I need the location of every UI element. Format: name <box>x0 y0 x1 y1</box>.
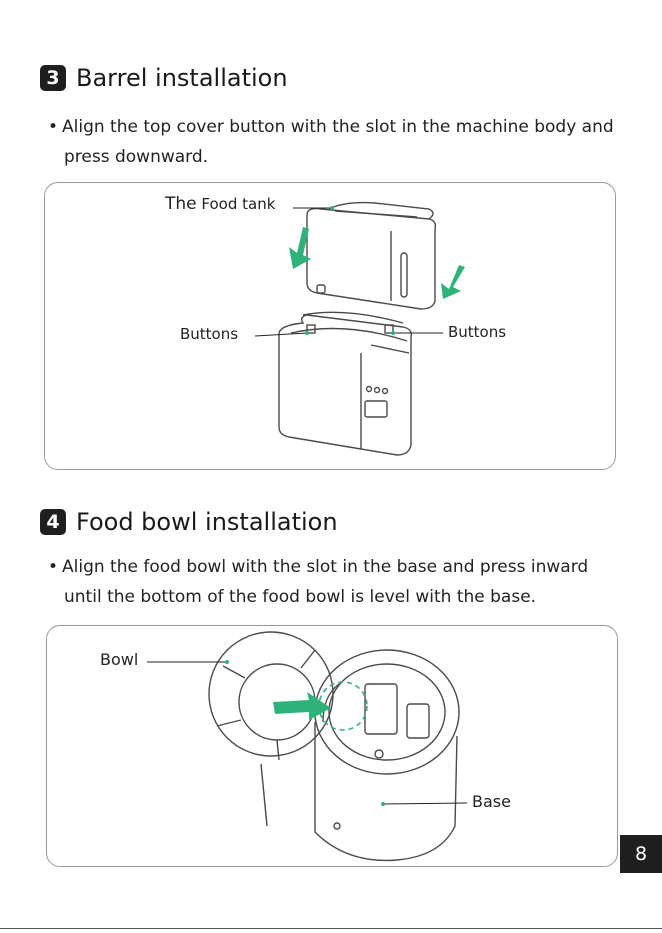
step-number-badge: 3 <box>40 65 66 91</box>
section-3-line-2: press downward. <box>48 142 648 172</box>
step-number-badge: 4 <box>40 509 66 535</box>
section-4-heading: 4 Food bowl installation <box>40 508 338 536</box>
bowl-label: Bowl <box>100 650 138 669</box>
section-3-instruction: •Align the top cover button with the slo… <box>48 112 648 172</box>
bullet-dot: • <box>48 552 62 582</box>
bullet-dot: • <box>48 112 62 142</box>
food-tank-label-text: Food tank <box>201 195 275 213</box>
section-3-heading: 3 Barrel installation <box>40 64 288 92</box>
buttons-left-label: Buttons <box>180 325 238 343</box>
section-3-line-1: Align the top cover button with the slot… <box>62 117 614 137</box>
barrel-installation-diagram <box>45 183 615 469</box>
barrel-illustration-panel <box>44 182 616 470</box>
food-tank-label-prefix: The <box>165 194 197 214</box>
section-4-line-1: Align the food bowl with the slot in the… <box>62 557 588 577</box>
buttons-right-label: Buttons <box>448 323 506 341</box>
section-4-title: Food bowl installation <box>76 508 338 536</box>
section-3-title: Barrel installation <box>76 64 288 92</box>
base-label: Base <box>472 792 511 811</box>
section-4-line-2: until the bottom of the food bowl is lev… <box>48 582 648 612</box>
page-number: 8 <box>620 835 662 873</box>
food-tank-label: The Food tank <box>165 194 275 214</box>
section-4-instruction: •Align the food bowl with the slot in th… <box>48 552 648 612</box>
bottom-rule <box>0 928 662 929</box>
